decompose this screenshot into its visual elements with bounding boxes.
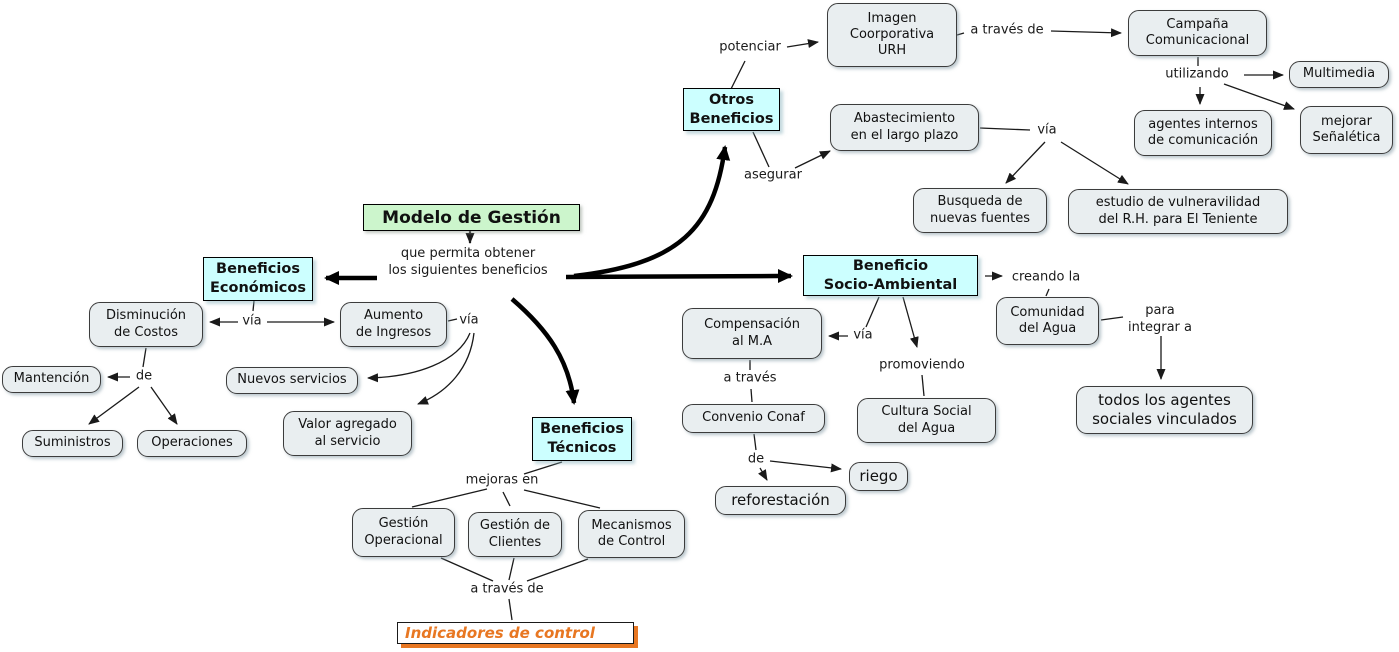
link-a-traves-de-indicadores[interactable]: a través de bbox=[470, 581, 544, 597]
link-via-socio[interactable]: vía bbox=[853, 327, 873, 343]
link-de-costos[interactable]: de bbox=[135, 368, 153, 384]
node-campana-comunicacional[interactable]: Campaña Comunicacional bbox=[1128, 10, 1267, 56]
node-mantencion[interactable]: Mantención bbox=[2, 366, 101, 393]
node-beneficios-tecnicos[interactable]: Beneficios Técnicos bbox=[532, 417, 632, 461]
link-utilizando[interactable]: utilizando bbox=[1165, 66, 1229, 82]
link-via-economicos[interactable]: vía bbox=[242, 313, 262, 329]
node-valor-agregado-servicio[interactable]: Valor agregado al servicio bbox=[283, 411, 412, 456]
node-compensacion-ma[interactable]: Compensación al M.A bbox=[682, 308, 822, 359]
node-multimedia[interactable]: Multimedia bbox=[1289, 61, 1389, 88]
node-beneficio-socio-ambiental[interactable]: Beneficio Socio-Ambiental bbox=[803, 255, 978, 296]
link-para-integrar-a[interactable]: para integrar a bbox=[1128, 303, 1192, 335]
link-de-conaf[interactable]: de bbox=[747, 451, 765, 467]
link-a-traves-de-campana[interactable]: a través de bbox=[970, 22, 1044, 38]
link-promoviendo[interactable]: promoviendo bbox=[879, 357, 965, 373]
node-suministros[interactable]: Suministros bbox=[22, 430, 123, 457]
node-indicadores-control[interactable]: Indicadores de control bbox=[397, 622, 634, 644]
node-abastecimiento-largo-plazo[interactable]: Abastecimiento en el largo plazo bbox=[830, 104, 979, 151]
link-creando-la[interactable]: creando la bbox=[1011, 269, 1081, 285]
node-reforestacion[interactable]: reforestación bbox=[715, 486, 846, 515]
link-a-traves-compensacion[interactable]: a través bbox=[723, 370, 777, 386]
node-beneficios-economicos[interactable]: Beneficios Económicos bbox=[203, 257, 313, 301]
node-aumento-ingresos[interactable]: Aumento de Ingresos bbox=[340, 302, 447, 347]
node-nuevos-servicios[interactable]: Nuevos servicios bbox=[226, 367, 358, 394]
link-via-ingresos[interactable]: vía bbox=[459, 312, 479, 328]
node-modelo-de-gestion[interactable]: Modelo de Gestión bbox=[363, 204, 580, 231]
node-riego[interactable]: riego bbox=[849, 462, 908, 491]
node-mecanismos-control[interactable]: Mecanismos de Control bbox=[578, 510, 685, 558]
node-mejorar-senaletica[interactable]: mejorar Señalética bbox=[1300, 106, 1393, 154]
node-otros-beneficios[interactable]: Otros Beneficios bbox=[683, 88, 780, 131]
node-operaciones[interactable]: Operaciones bbox=[137, 430, 247, 457]
link-mejoras-en[interactable]: mejoras en bbox=[465, 472, 539, 488]
node-imagen-corporativa-urh[interactable]: Imagen Coorporativa URH bbox=[827, 3, 957, 67]
node-comunidad-del-agua[interactable]: Comunidad del Agua bbox=[996, 297, 1099, 345]
node-estudio-vulnerabilidad[interactable]: estudio de vulneravilidad del R.H. para … bbox=[1068, 189, 1288, 234]
node-busqueda-nuevas-fuentes[interactable]: Busqueda de nuevas fuentes bbox=[913, 188, 1047, 233]
link-que-permita-obtener[interactable]: que permita obtener los siguientes benef… bbox=[388, 246, 548, 278]
node-gestion-clientes[interactable]: Gestión de Clientes bbox=[468, 512, 562, 557]
node-gestion-operacional[interactable]: Gestión Operacional bbox=[352, 508, 455, 557]
link-asegurar[interactable]: asegurar bbox=[744, 167, 802, 183]
link-via-abastecimiento[interactable]: vía bbox=[1037, 122, 1057, 138]
node-disminucion-costos[interactable]: Disminución de Costos bbox=[89, 302, 203, 347]
link-potenciar[interactable]: potenciar bbox=[719, 39, 781, 55]
node-cultura-social-agua[interactable]: Cultura Social del Agua bbox=[857, 398, 996, 443]
node-convenio-conaf[interactable]: Convenio Conaf bbox=[682, 404, 825, 433]
node-todos-agentes-sociales[interactable]: todos los agentes sociales vinculados bbox=[1076, 386, 1253, 434]
node-agentes-internos-comunicacion[interactable]: agentes internos de comunicación bbox=[1134, 110, 1272, 156]
